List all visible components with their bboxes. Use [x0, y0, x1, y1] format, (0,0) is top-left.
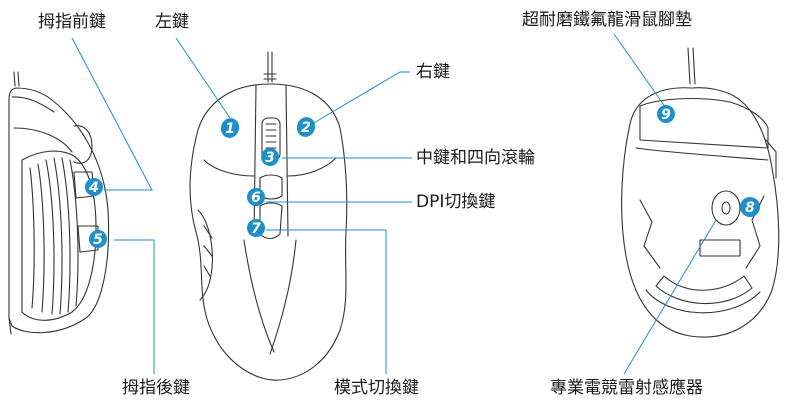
top-view-mouse [189, 51, 348, 381]
svg-text:3: 3 [265, 150, 275, 166]
leader-thumb-front [71, 37, 153, 191]
leader-sensor [623, 219, 717, 375]
label-sensor: 專業電競雷射感應器 [550, 378, 703, 398]
label-thumb-front: 拇指前鍵 [38, 12, 106, 32]
label-right-button: 右鍵 [416, 62, 450, 82]
label-dpi-button: DPI切換鍵 [416, 192, 496, 212]
svg-text:6: 6 [251, 190, 261, 206]
label-middle-wheel: 中鍵和四向滾輪 [416, 148, 535, 168]
svg-text:2: 2 [301, 120, 311, 136]
svg-text:1: 1 [225, 121, 235, 137]
badge-6: 6 [247, 188, 265, 206]
svg-text:5: 5 [93, 232, 103, 248]
leader-thumb-back [114, 239, 155, 374]
badge-1: 1 [220, 118, 240, 138]
label-left-button: 左鍵 [155, 12, 189, 32]
label-feet: 超耐磨鐵氟龍滑鼠腳墊 [522, 10, 692, 30]
side-view-mouse [8, 71, 110, 335]
leader-mode [266, 229, 387, 374]
leader-right [311, 71, 410, 125]
badge-3: 3 [261, 148, 279, 166]
badge-7: 7 [247, 219, 265, 237]
leader-feet [613, 33, 667, 109]
leader-left [175, 37, 231, 119]
svg-text:4: 4 [88, 180, 99, 196]
svg-text:7: 7 [251, 221, 261, 237]
badge-5: 5 [89, 230, 107, 248]
bottom-view-mouse [621, 47, 780, 338]
badge-4: 4 [85, 178, 103, 196]
label-mode-button: 模式切換鍵 [334, 378, 419, 398]
badge-8: 8 [740, 197, 760, 217]
svg-text:8: 8 [745, 200, 755, 216]
svg-text:9: 9 [661, 107, 671, 123]
badge-2: 2 [296, 117, 316, 137]
label-thumb-back: 拇指後鍵 [122, 378, 190, 398]
badge-9: 9 [657, 105, 675, 123]
